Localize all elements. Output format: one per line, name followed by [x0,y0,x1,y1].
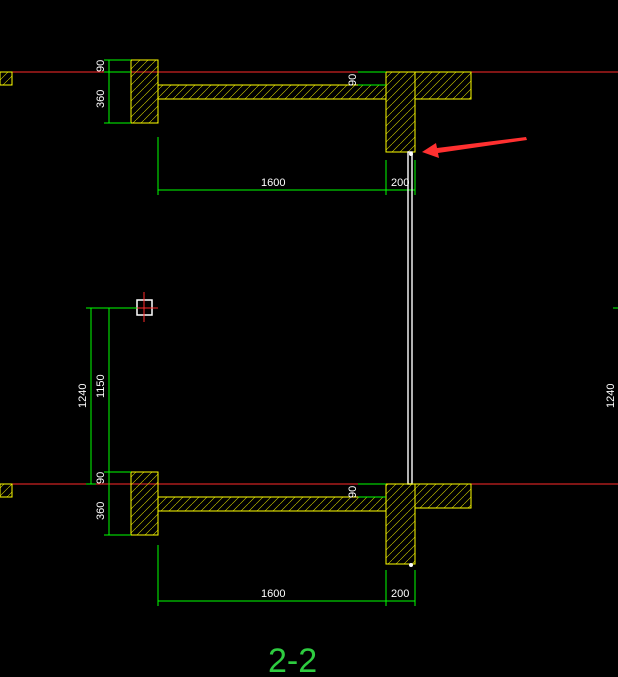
dim-label-wall: 200 [391,177,409,189]
bottom-detail: 90 360 90 1600 200 [95,471,472,606]
left-edge-stub-top [0,71,13,86]
dim-label-span: 1600 [261,177,285,189]
dim-label-left-bottom: 360 [95,502,107,520]
top-left-column [130,59,159,124]
left-vertical-dimensions: 1240 1150 [77,307,137,485]
section-title: 2-2 [268,642,317,677]
wall-endpoint-bottom [409,563,413,567]
dim-label-wall: 200 [391,588,409,600]
dim-label-right-total: 1240 [605,384,617,408]
top-right-wall [385,71,416,153]
dim-label-left-total: 1240 [77,384,89,408]
top-right-ledge [414,71,472,100]
dim-label-right-small: 90 [347,74,359,86]
bottom-right-ledge [414,483,472,509]
bottom-right-wall [385,483,416,565]
right-vertical-dimension: 1240 [605,307,618,408]
bottom-beam [157,496,387,512]
crosshair-cursor-icon [130,292,158,322]
left-edge-stub-bottom [0,483,13,498]
wall-endpoint-top [409,152,413,156]
dim-label-left-top: 90 [95,60,107,72]
top-detail: 90 360 90 1600 200 [95,59,472,195]
dim-label-span: 1600 [261,588,285,600]
dim-label-right-small: 90 [347,486,359,498]
section-wall [407,151,413,485]
dim-label-left-top: 90 [95,472,107,484]
top-beam [157,84,387,100]
dim-label-left-part: 1150 [95,374,107,398]
bottom-left-column [130,471,159,536]
arrow-pointer [422,137,527,158]
dim-label-left-bottom: 360 [95,90,107,108]
